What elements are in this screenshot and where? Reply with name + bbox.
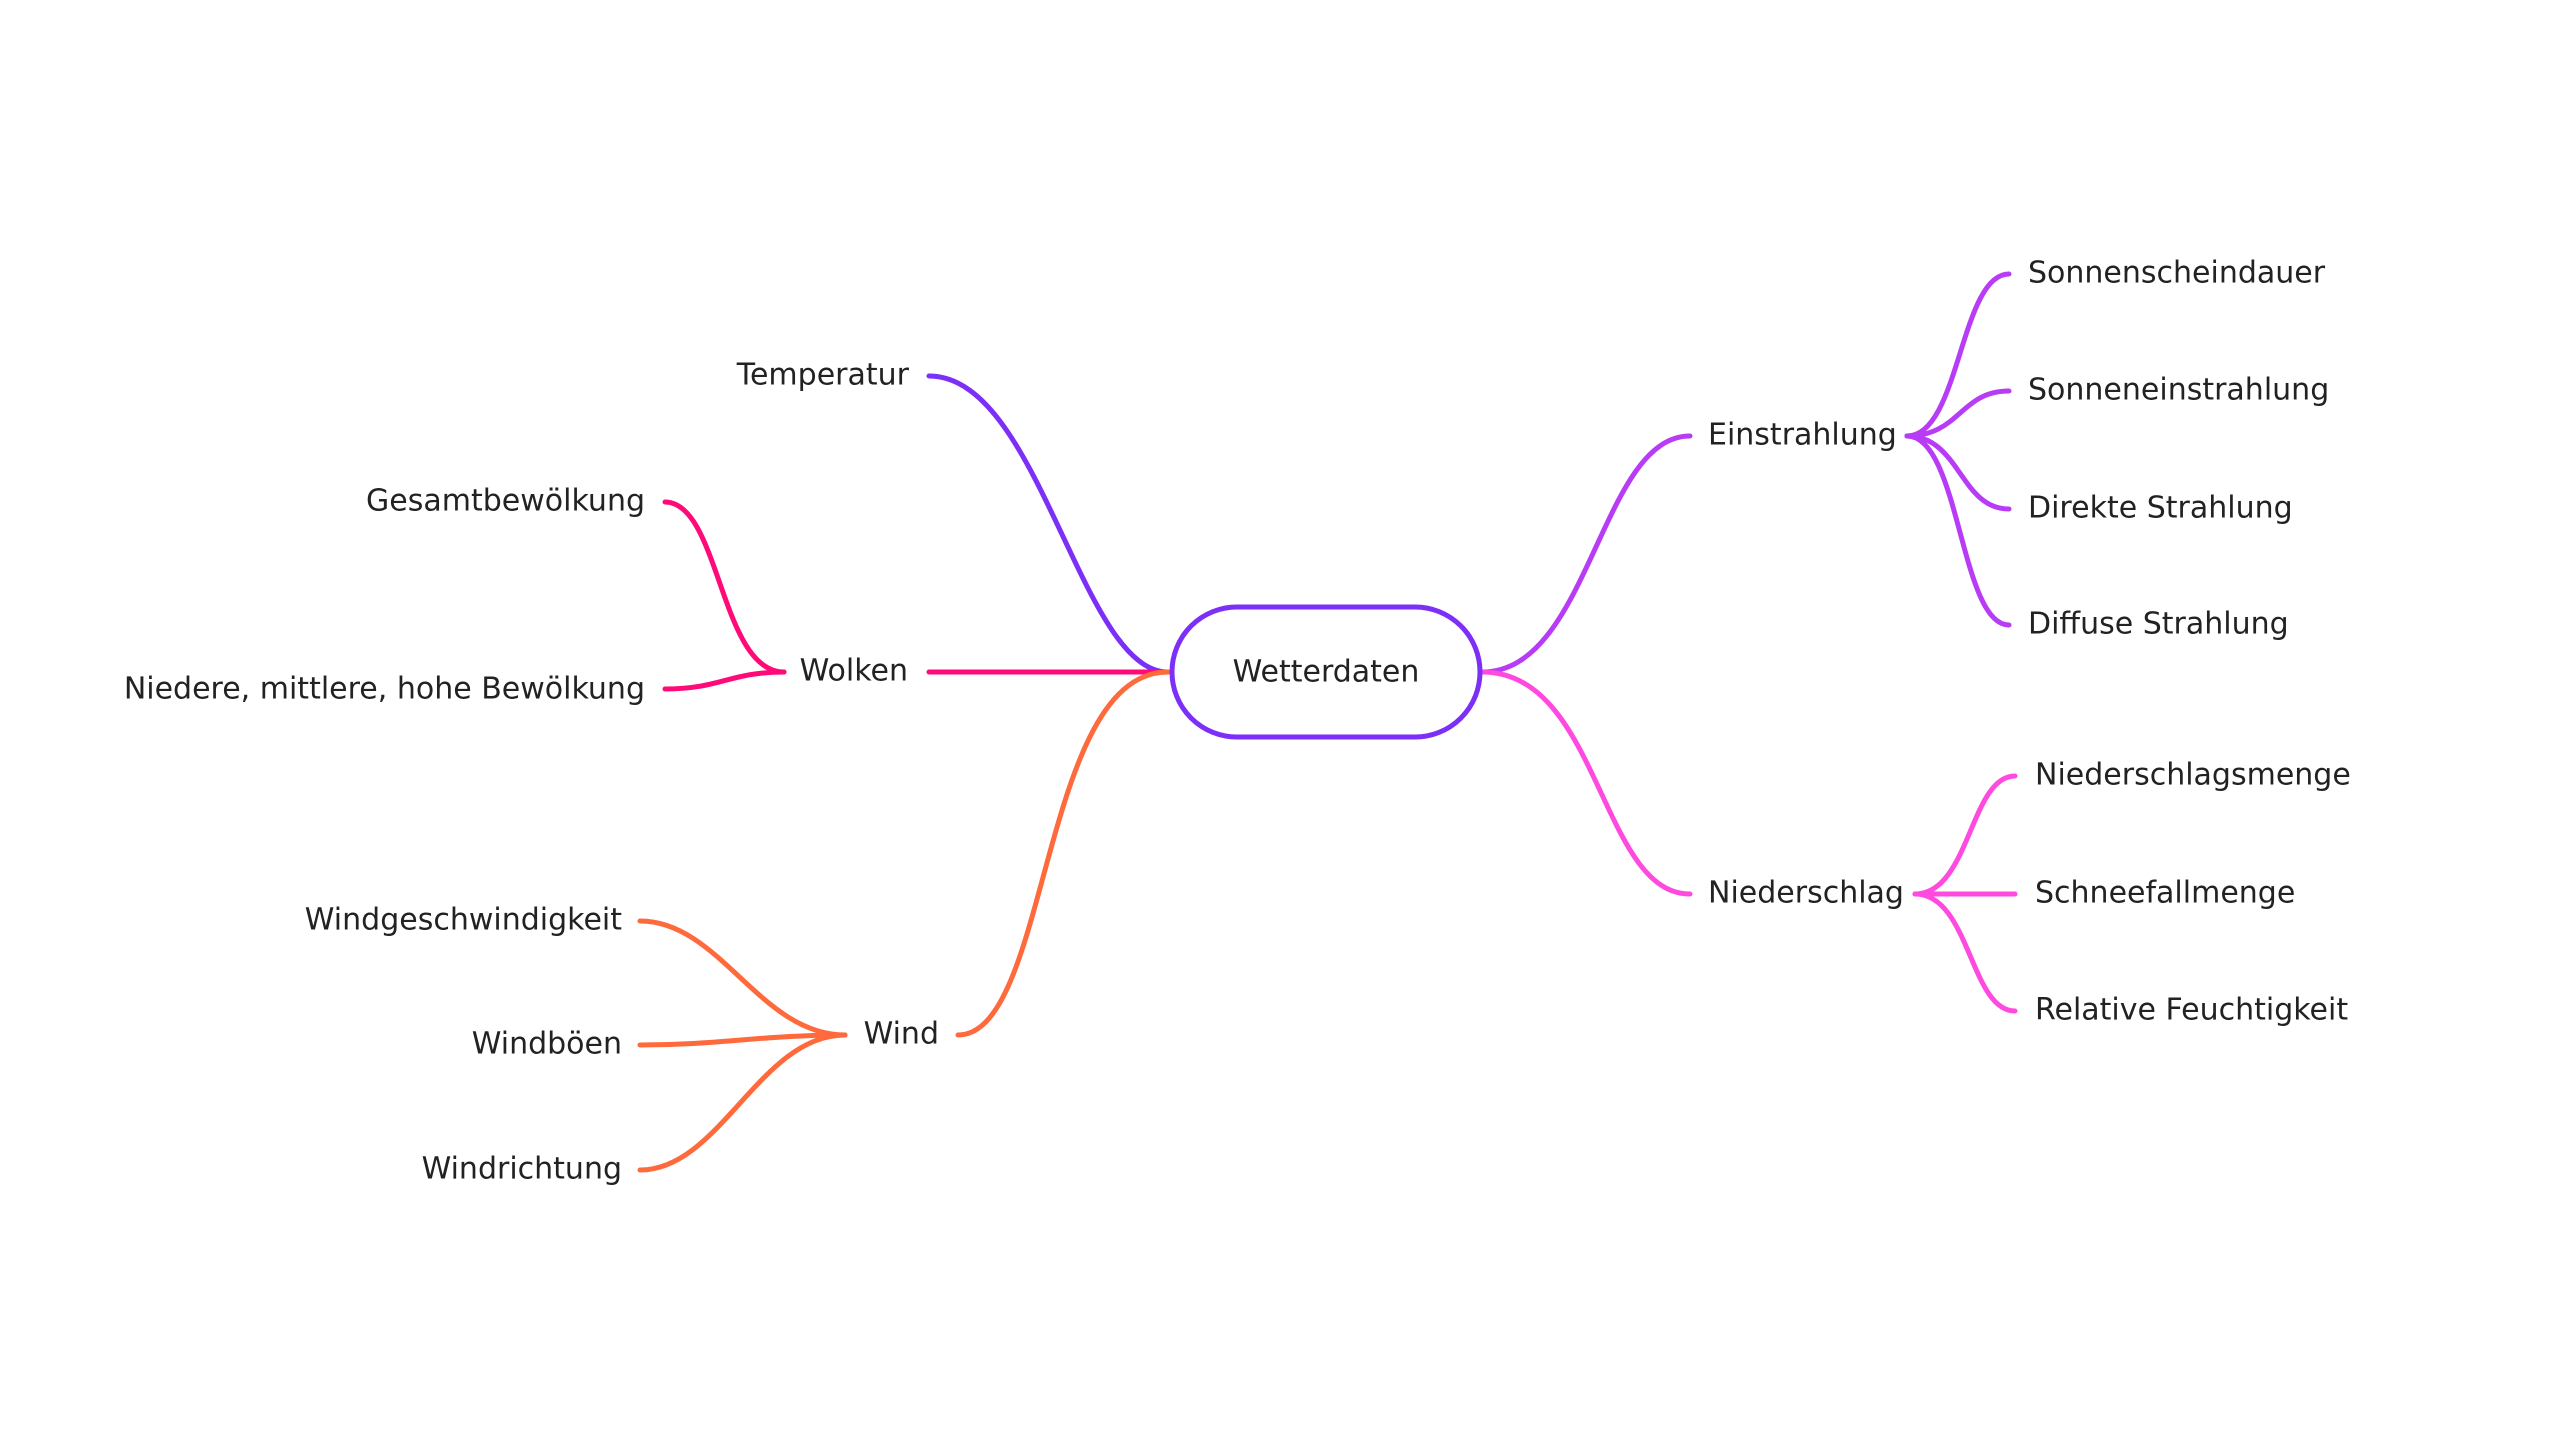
node-temperatur[interactable]: Temperatur bbox=[736, 358, 910, 393]
edge-windgeschwindigkeit bbox=[637, 918, 848, 1038]
edge-gesamtbewoelkung bbox=[662, 499, 787, 675]
edge-niederschlagsmenge bbox=[1912, 773, 2018, 897]
edge-direkte-strahlung bbox=[1904, 433, 2012, 512]
edge-niederschlag bbox=[1479, 669, 1693, 897]
node-niederschlagsmenge[interactable]: Niederschlagsmenge bbox=[2035, 758, 2351, 793]
node-sonneneinstrahlung[interactable]: Sonneneinstrahlung bbox=[2028, 373, 2329, 408]
node-niedere-bewoelkung[interactable]: Niedere, mittlere, hohe Bewölkung bbox=[124, 672, 645, 707]
node-windgeschwindigkeit[interactable]: Windgeschwindigkeit bbox=[305, 903, 622, 938]
edge-windrichtung bbox=[637, 1032, 848, 1173]
node-schneefallmenge[interactable]: Schneefallmenge bbox=[2035, 876, 2295, 911]
node-wind[interactable]: Wind bbox=[864, 1017, 939, 1052]
node-direkte-strahlung[interactable]: Direkte Strahlung bbox=[2028, 491, 2293, 526]
node-relative-feuchtigkeit[interactable]: Relative Feuchtigkeit bbox=[2035, 993, 2348, 1028]
edge-einstrahlung bbox=[1479, 433, 1693, 675]
edge-niedere-bewoelkung bbox=[662, 669, 787, 692]
edge-temperatur bbox=[926, 373, 1171, 675]
edge-relative-feuchtigkeit bbox=[1912, 891, 2018, 1014]
root-node[interactable]: Wetterdaten bbox=[1169, 604, 1483, 740]
edge-sonnenscheindauer bbox=[1904, 271, 2012, 439]
node-windrichtung[interactable]: Windrichtung bbox=[422, 1152, 622, 1187]
edge-diffuse-strahlung bbox=[1904, 433, 2012, 628]
node-sonnenscheindauer[interactable]: Sonnenscheindauer bbox=[2028, 256, 2326, 291]
node-gesamtbewoelkung[interactable]: Gesamtbewölkung bbox=[366, 484, 645, 519]
edge-windboeen bbox=[637, 1032, 848, 1048]
node-einstrahlung[interactable]: Einstrahlung bbox=[1708, 418, 1897, 453]
node-wolken[interactable]: Wolken bbox=[800, 654, 908, 689]
edge-sonneneinstrahlung bbox=[1904, 388, 2012, 439]
edge-wind bbox=[955, 669, 1171, 1038]
node-windboeen[interactable]: Windböen bbox=[472, 1027, 622, 1062]
node-niederschlag[interactable]: Niederschlag bbox=[1708, 876, 1904, 911]
node-diffuse-strahlung[interactable]: Diffuse Strahlung bbox=[2028, 607, 2289, 642]
root-label: Wetterdaten bbox=[1233, 655, 1420, 690]
